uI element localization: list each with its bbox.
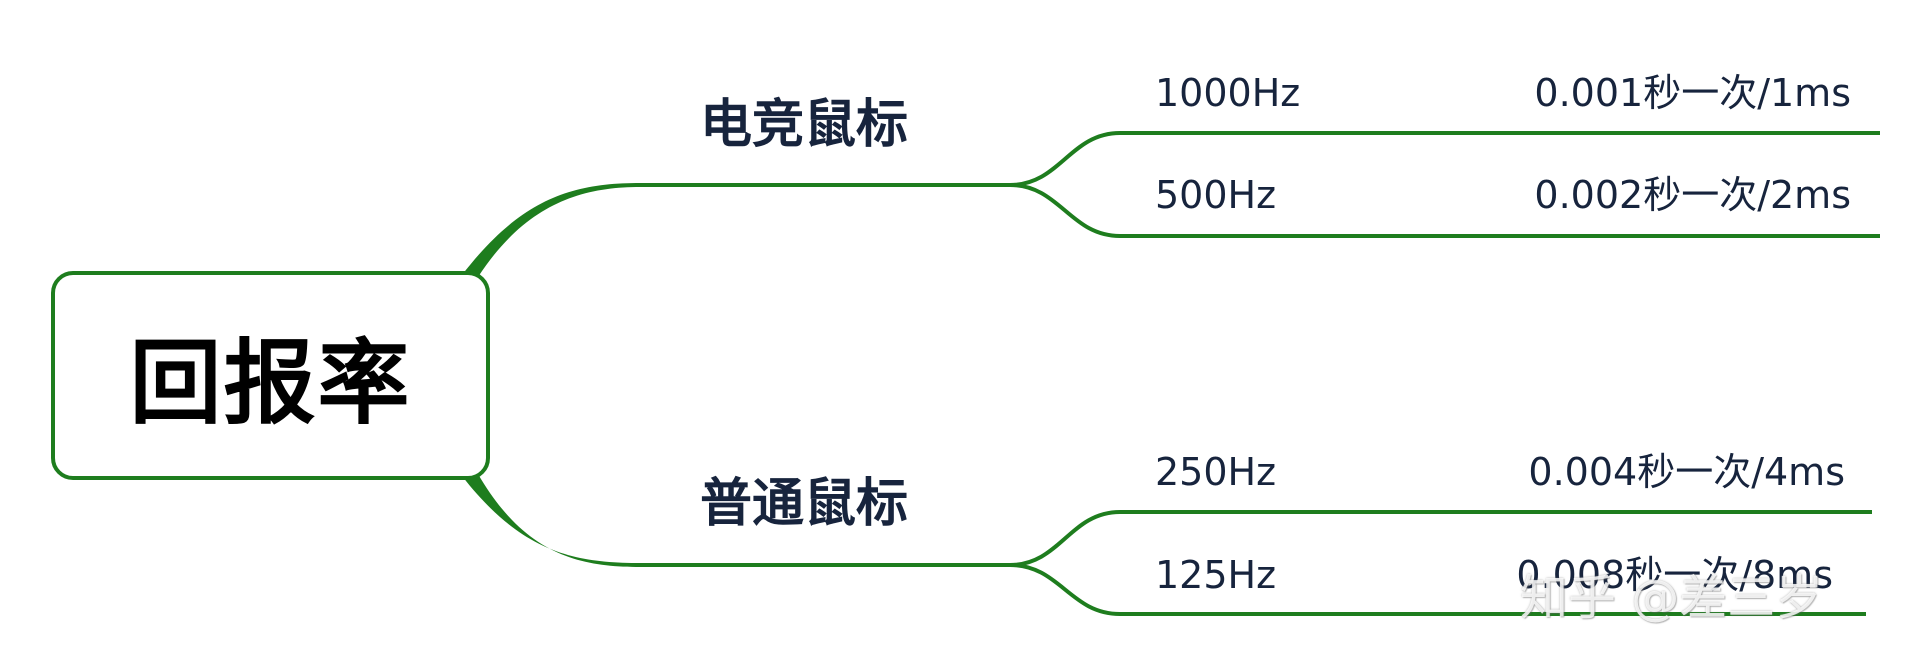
branch-label-normal[interactable]: 普通鼠标 [700, 474, 909, 534]
connector-normal-to-250hz [1009, 510, 1872, 567]
leaf-interval-500hz: 0.002秒一次/2ms [1534, 173, 1851, 217]
leaf-freq-250hz[interactable]: 250Hz [1155, 450, 1277, 494]
connector-root-to-esports [462, 183, 640, 277]
root-label: 回报率 [129, 330, 412, 437]
branch-label-esports[interactable]: 电竞鼠标 [700, 95, 909, 155]
leaf-freq-1000hz[interactable]: 1000Hz [1155, 71, 1301, 115]
leaf-freq-125hz[interactable]: 125Hz [1155, 553, 1277, 597]
root-node[interactable]: 回报率 [51, 271, 490, 480]
leaf-interval-250hz: 0.004秒一次/4ms [1528, 450, 1845, 494]
connector-esports-to-1000hz [1009, 131, 1880, 187]
connector-normal-to-125hz [1009, 563, 1866, 616]
connector-root-to-normal [462, 474, 640, 567]
watermark: 知乎 @差三岁 [1520, 570, 1824, 626]
leaf-interval-125hz: 0.008秒一次/8ms [1516, 553, 1833, 597]
leaf-freq-500hz[interactable]: 500Hz [1155, 173, 1277, 217]
connector-esports-to-500hz [1009, 183, 1880, 238]
leaf-interval-1000hz: 0.001秒一次/1ms [1534, 71, 1851, 115]
